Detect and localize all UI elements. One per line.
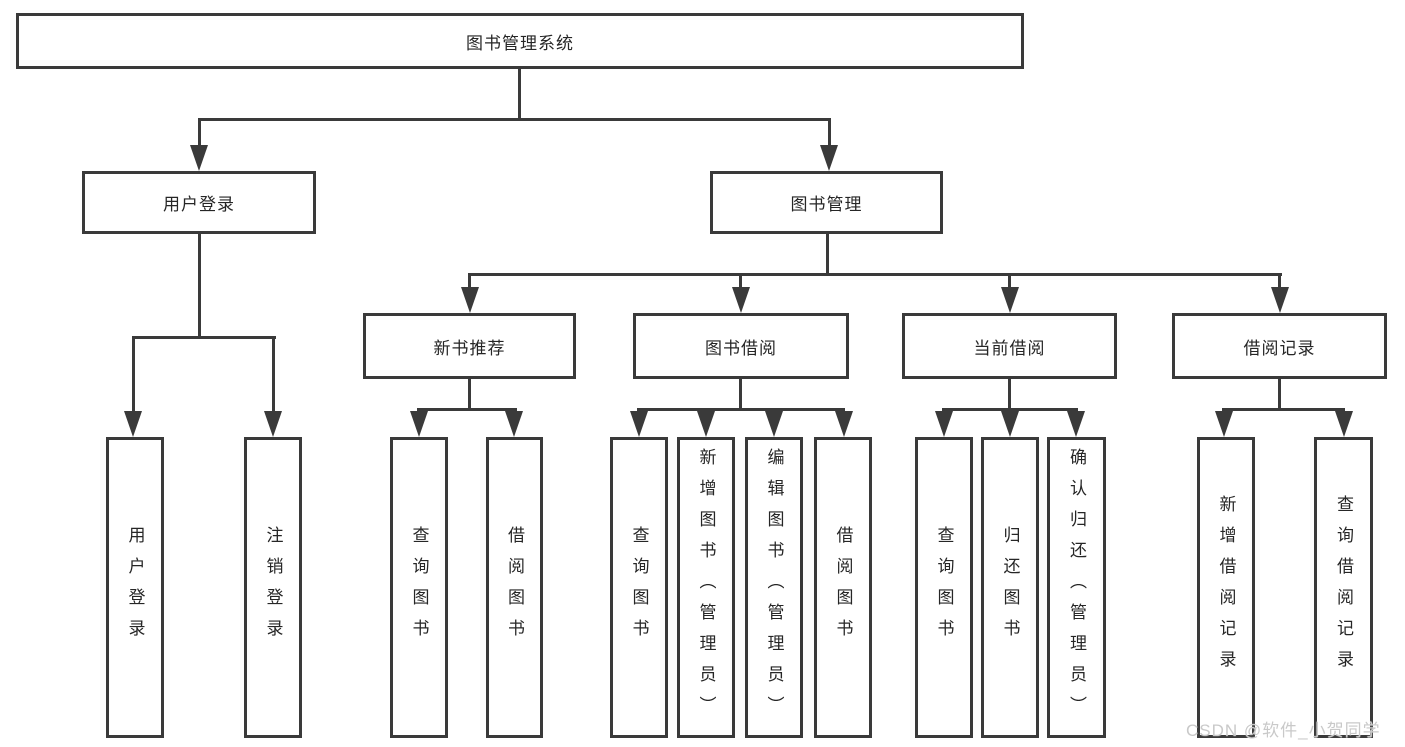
node-label: 用户登录 — [163, 195, 235, 214]
connector-stem — [468, 273, 471, 293]
leaf-borrow-book-borrowing: 借阅图书 — [814, 437, 872, 738]
connector-stem — [828, 118, 831, 154]
arrowhead-down-icon — [1335, 411, 1353, 437]
leaf-confirm-return-admin: 确认归还（管理员） — [1047, 437, 1106, 738]
leaf-label: 查询图书 — [629, 525, 649, 650]
connector-stem — [739, 273, 742, 293]
leaf-label: 查询借阅记录 — [1334, 494, 1353, 681]
node-book-borrowing: 图书借阅 — [633, 313, 849, 379]
connector-stem — [1278, 379, 1281, 411]
leaf-query-book-borrowing: 查询图书 — [610, 437, 668, 738]
connector-stem — [1008, 273, 1011, 293]
arrowhead-down-icon — [835, 411, 853, 437]
leaf-label: 借阅图书 — [833, 525, 853, 650]
node-root-label: 图书管理系统 — [466, 33, 574, 53]
leaf-return-book: 归还图书 — [981, 437, 1039, 738]
node-root: 图书管理系统 — [16, 13, 1024, 69]
arrowhead-down-icon — [461, 287, 479, 313]
connector-stem — [198, 118, 201, 154]
connector-stem — [1008, 379, 1011, 411]
connector-horizontal — [132, 336, 276, 339]
arrowhead-down-icon — [1001, 411, 1019, 437]
connector-l3-horizontal — [468, 273, 1282, 276]
connector-horizontal — [1222, 408, 1345, 411]
connector-stem — [198, 234, 201, 336]
leaf-add-book-admin: 新增图书（管理员） — [677, 437, 735, 738]
leaf-query-book-recommend: 查询图书 — [390, 437, 448, 738]
arrowhead-down-icon — [264, 411, 282, 437]
node-label: 新书推荐 — [433, 338, 506, 358]
node-user-login: 用户登录 — [82, 171, 316, 234]
connector-stem — [272, 336, 275, 420]
leaf-label: 查询图书 — [934, 525, 954, 650]
arrowhead-down-icon — [1215, 411, 1233, 437]
leaf-borrow-book-recommend: 借阅图书 — [486, 437, 543, 738]
leaf-label: 用户登录 — [125, 525, 145, 650]
arrowhead-down-icon — [190, 145, 208, 171]
node-label: 图书管理 — [790, 195, 863, 214]
connector-stem — [468, 379, 471, 411]
leaf-label: 确认归还（管理员） — [1067, 448, 1086, 727]
arrowhead-down-icon — [630, 411, 648, 437]
leaf-query-book-current: 查询图书 — [915, 437, 973, 738]
arrowhead-down-icon — [765, 411, 783, 437]
node-label: 图书借阅 — [705, 338, 777, 358]
node-new-book-recommend: 新书推荐 — [363, 313, 576, 379]
leaf-label: 查询图书 — [409, 525, 429, 650]
arrowhead-down-icon — [697, 411, 715, 437]
connector-stem — [739, 379, 742, 411]
leaf-label: 注销登录 — [263, 525, 283, 650]
connector-root-stem — [518, 66, 521, 118]
leaf-logout: 注销登录 — [244, 437, 302, 738]
arrowhead-down-icon — [820, 145, 838, 171]
connector-l1-horizontal — [198, 118, 831, 121]
node-borrow-records: 借阅记录 — [1172, 313, 1387, 379]
node-label: 当前借阅 — [973, 338, 1046, 358]
node-book-management: 图书管理 — [710, 171, 943, 234]
leaf-add-borrow-record: 新增借阅记录 — [1197, 437, 1255, 738]
leaf-user-login: 用户登录 — [106, 437, 164, 738]
arrowhead-down-icon — [1067, 411, 1085, 437]
arrowhead-down-icon — [732, 287, 750, 313]
leaf-label: 归还图书 — [1000, 525, 1020, 650]
connector-stem — [826, 234, 829, 276]
leaf-edit-book-admin: 编辑图书（管理员） — [745, 437, 803, 738]
leaf-query-borrow-record: 查询借阅记录 — [1314, 437, 1373, 738]
leaf-label: 新增借阅记录 — [1216, 494, 1236, 681]
arrowhead-down-icon — [1271, 287, 1289, 313]
node-label: 借阅记录 — [1243, 338, 1316, 358]
arrowhead-down-icon — [505, 411, 523, 437]
arrowhead-down-icon — [410, 411, 428, 437]
arrowhead-down-icon — [935, 411, 953, 437]
arrowhead-down-icon — [1001, 287, 1019, 313]
node-current-borrowing: 当前借阅 — [902, 313, 1117, 379]
arrowhead-down-icon — [124, 411, 142, 437]
connector-horizontal — [637, 408, 845, 411]
leaf-label: 借阅图书 — [505, 525, 524, 650]
leaf-label: 新增图书（管理员） — [696, 448, 716, 727]
csdn-watermark: CSDN @软件_小贺同学 — [1186, 721, 1381, 740]
connector-horizontal — [417, 408, 517, 411]
connector-stem — [132, 336, 135, 420]
connector-stem — [1278, 273, 1281, 293]
leaf-label: 编辑图书（管理员） — [764, 448, 784, 727]
